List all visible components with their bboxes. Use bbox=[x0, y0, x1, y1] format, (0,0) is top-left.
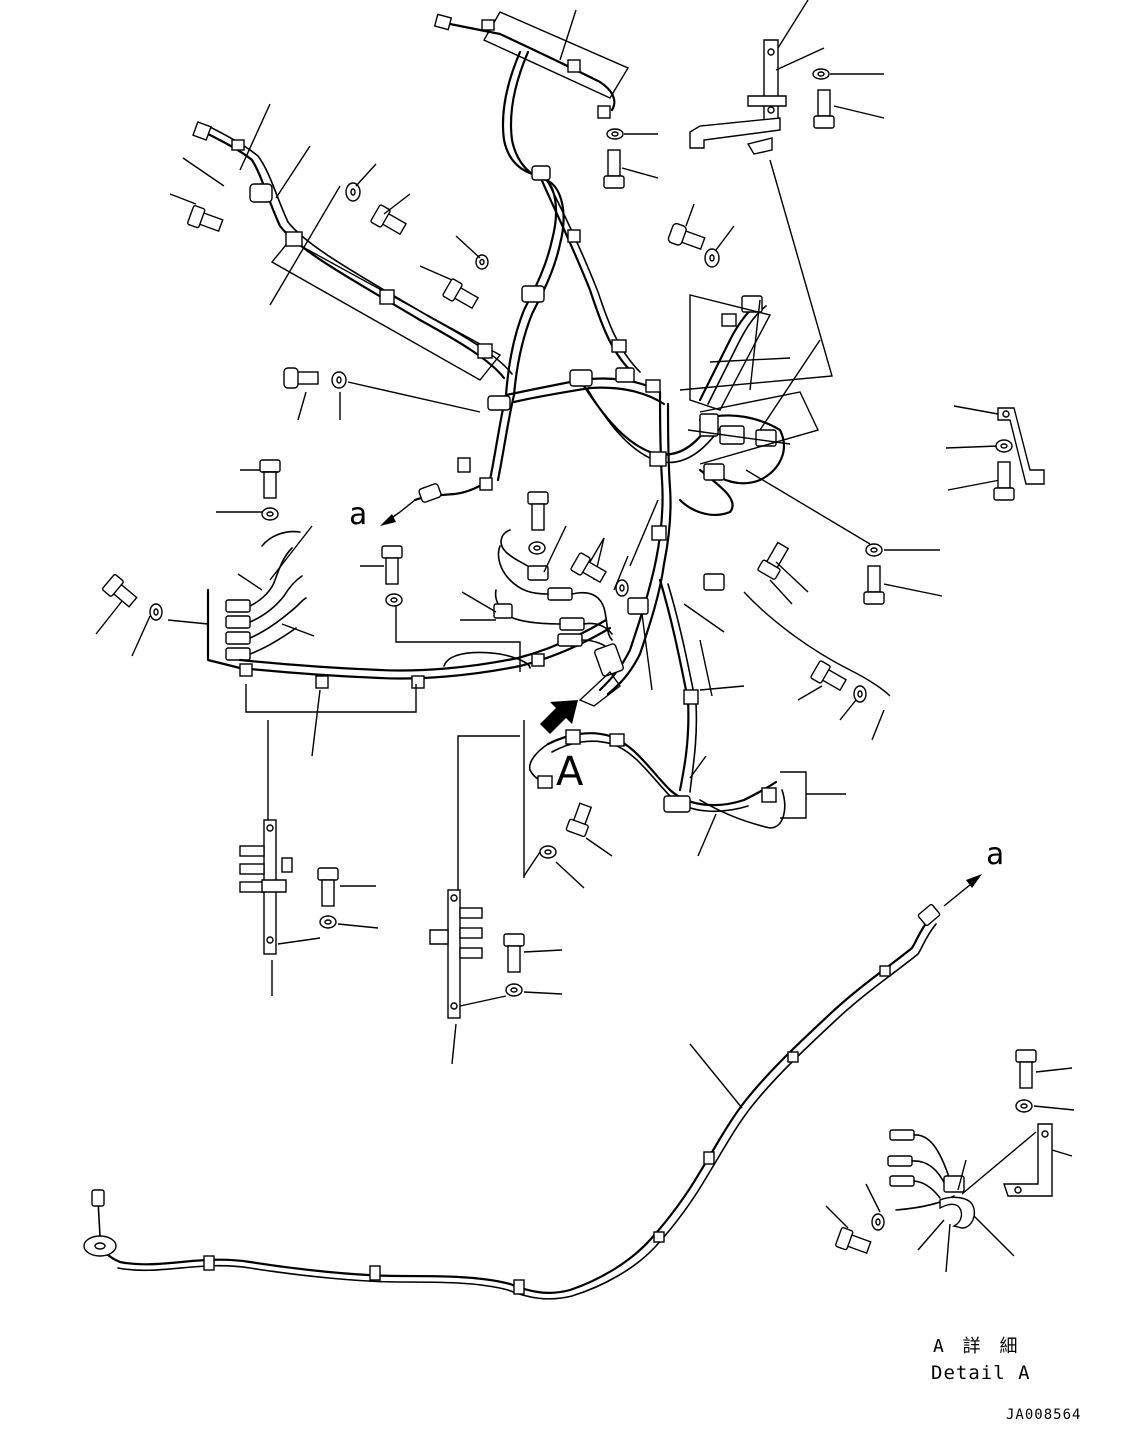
a-left-arrow bbox=[380, 511, 401, 526]
connector-label-a-left: a bbox=[349, 497, 368, 532]
long-routed-cable bbox=[83, 874, 982, 1300]
view-arrow bbox=[540, 700, 578, 734]
right-mid-bracket bbox=[945, 405, 1045, 491]
detail-title-japanese: A 詳 細 bbox=[933, 1336, 1022, 1357]
left-upper-cable bbox=[182, 103, 513, 381]
top-right-bracket bbox=[689, 0, 825, 155]
top-bracket-plate bbox=[433, 9, 630, 119]
main-harness bbox=[399, 50, 785, 793]
view-label-A: A bbox=[556, 749, 584, 795]
part-leader-lines bbox=[169, 73, 1075, 1229]
right-leaders bbox=[679, 159, 871, 545]
washers bbox=[149, 68, 1033, 1231]
detail-a-assembly bbox=[887, 1123, 1073, 1273]
left-vertical-bracket bbox=[239, 819, 321, 996]
view-a-cable bbox=[523, 591, 891, 878]
center-connector-cluster bbox=[395, 499, 745, 707]
detail-title-english: Detail A bbox=[931, 1362, 1031, 1384]
connector-label-a-right: a bbox=[986, 837, 1005, 872]
drawing-number: JA008564 bbox=[1006, 1407, 1082, 1423]
center-vertical-bracket bbox=[429, 735, 520, 1065]
